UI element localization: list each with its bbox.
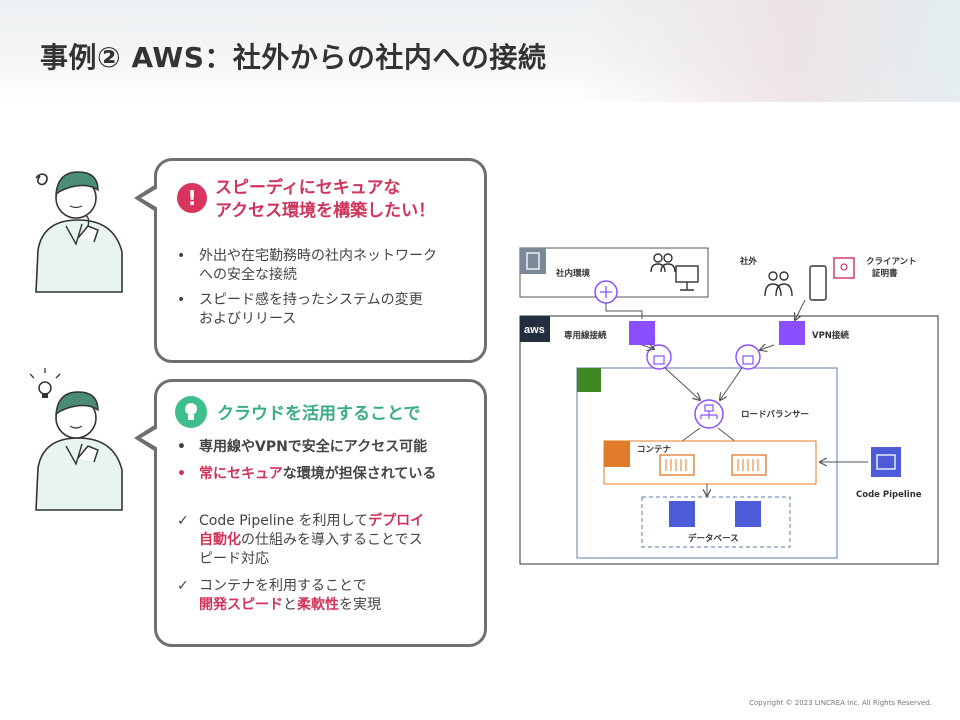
lock-icon	[646, 344, 672, 370]
bullet-dot: •	[177, 292, 186, 308]
router-icon	[594, 280, 618, 304]
benefit-1-post2: ピード対応	[199, 551, 269, 567]
external-label: 社外	[739, 256, 758, 267]
client-cert-label-2: 証明書	[872, 268, 898, 279]
container-task-icon	[659, 454, 695, 476]
bubble-tail-inner	[141, 188, 158, 208]
on-prem-label: 社内環境	[555, 268, 591, 279]
container-label: コンテナ	[637, 445, 672, 455]
concern-item-2-line1: スピード感を持ったシステムの変更	[199, 292, 423, 308]
code-pipeline-label: Code Pipeline	[856, 490, 922, 500]
solution-list: • 専用線やVPNで安全にアクセス可能 • 常にセキュアな環境が担保されている	[177, 438, 487, 492]
solution-item-2-rest: な環境が担保されている	[282, 466, 437, 482]
list-item: ✓ Code Pipeline を利用してデプロイ自動化の仕組みを導入することでス…	[177, 512, 477, 569]
copyright: Copyright © 2023 LINCREA Inc. All Rights…	[749, 699, 932, 707]
building-icon	[520, 248, 546, 274]
concern-item-1-line2: への安全な接続	[199, 267, 297, 283]
users-icon	[650, 253, 676, 273]
database-icon	[669, 501, 695, 527]
mobile-icon	[809, 265, 827, 301]
benefit-2-mid: と	[283, 597, 297, 613]
container-icon	[604, 441, 630, 467]
list-item: ✓ コンテナを利用することで開発スピードと柔軟性を実現	[177, 577, 477, 615]
check-icon: ✓	[177, 578, 189, 594]
solution-heading: クラウドを活用することで	[217, 404, 421, 424]
concern-heading-line2: アクセス環境を構築したい！	[215, 201, 436, 221]
benefit-2-post: を実現	[339, 597, 381, 613]
code-pipeline-icon	[871, 447, 901, 477]
solution-bubble: クラウドを活用することで • 専用線やVPNで安全にアクセス可能 • 常にセキュアな…	[154, 379, 487, 647]
benefit-1-text: Code Pipeline を利用して	[199, 513, 369, 529]
dedicated-line-icon	[629, 321, 655, 345]
dedicated-line-label: 専用線接続	[564, 330, 607, 341]
bullet-dot: •	[177, 248, 186, 264]
solution-item-1: 専用線やVPNで安全にアクセス可能	[199, 439, 428, 455]
database-icon	[735, 501, 761, 527]
benefit-1-highlight-2: 自動化	[199, 532, 241, 548]
list-item: • スピード感を持ったシステムの変更およびリリース	[177, 291, 477, 329]
list-item: • 外出や在宅勤務時の社内ネットワークへの安全な接続	[177, 247, 477, 285]
certificate-icon	[833, 257, 855, 279]
header-band	[0, 0, 960, 102]
vpc-icon	[577, 368, 601, 392]
client-cert-label-1: クライアント	[866, 256, 917, 267]
load-balancer-icon	[694, 399, 724, 429]
database-box	[641, 496, 791, 548]
exclamation-icon: !	[177, 183, 207, 213]
container-box	[603, 440, 817, 485]
users-icon	[764, 271, 793, 297]
benefit-2-text: コンテナを利用することで	[199, 578, 367, 594]
benefit-list: ✓ Code Pipeline を利用してデプロイ自動化の仕組みを導入することでス…	[177, 512, 477, 623]
concern-item-1-line1: 外出や在宅勤務時の社内ネットワーク	[199, 248, 437, 264]
aws-logo	[520, 316, 550, 342]
lock-icon	[735, 344, 761, 370]
benefit-1-highlight-1: デプロイ	[368, 513, 425, 529]
solution-item-2-highlight: 常にセキュア	[199, 466, 283, 482]
computer-icon	[675, 265, 699, 291]
bullet-dot: •	[177, 466, 186, 482]
lightbulb-icon	[175, 396, 207, 428]
concern-list: • 外出や在宅勤務時の社内ネットワークへの安全な接続 • スピード感を持ったシステム…	[177, 247, 477, 335]
idea-person-icon	[29, 368, 123, 511]
vpn-label: VPN接続	[812, 330, 849, 341]
container-task-icon	[731, 454, 767, 476]
database-label: データベース	[688, 533, 739, 544]
benefit-2-highlight-1: 開発スピード	[199, 597, 283, 613]
worried-person-icon	[35, 171, 123, 293]
vpn-icon	[779, 321, 805, 345]
benefit-2-highlight-2: 柔軟性	[297, 597, 339, 613]
aws-label: aws	[524, 324, 545, 336]
concern-heading-line1: スピーディにセキュアな	[215, 178, 401, 198]
page-title: 事例② AWS：社外からの社内への接続	[40, 41, 547, 74]
bullet-dot: •	[177, 439, 186, 455]
list-item: • 専用線やVPNで安全にアクセス可能	[177, 438, 487, 457]
check-icon: ✓	[177, 513, 189, 529]
concern-item-2-line2: およびリリース	[199, 311, 297, 327]
bubble-tail-inner	[141, 428, 158, 448]
load-balancer-label: ロードバランサー	[741, 409, 809, 420]
list-item: • 常にセキュアな環境が担保されている	[177, 465, 487, 484]
concern-heading: スピーディにセキュアな アクセス環境を構築したい！	[215, 177, 435, 223]
benefit-1-post1: の仕組みを導入することでス	[241, 532, 423, 548]
concern-bubble: ! スピーディにセキュアな アクセス環境を構築したい！ • 外出や在宅勤務時の社内…	[154, 158, 487, 363]
